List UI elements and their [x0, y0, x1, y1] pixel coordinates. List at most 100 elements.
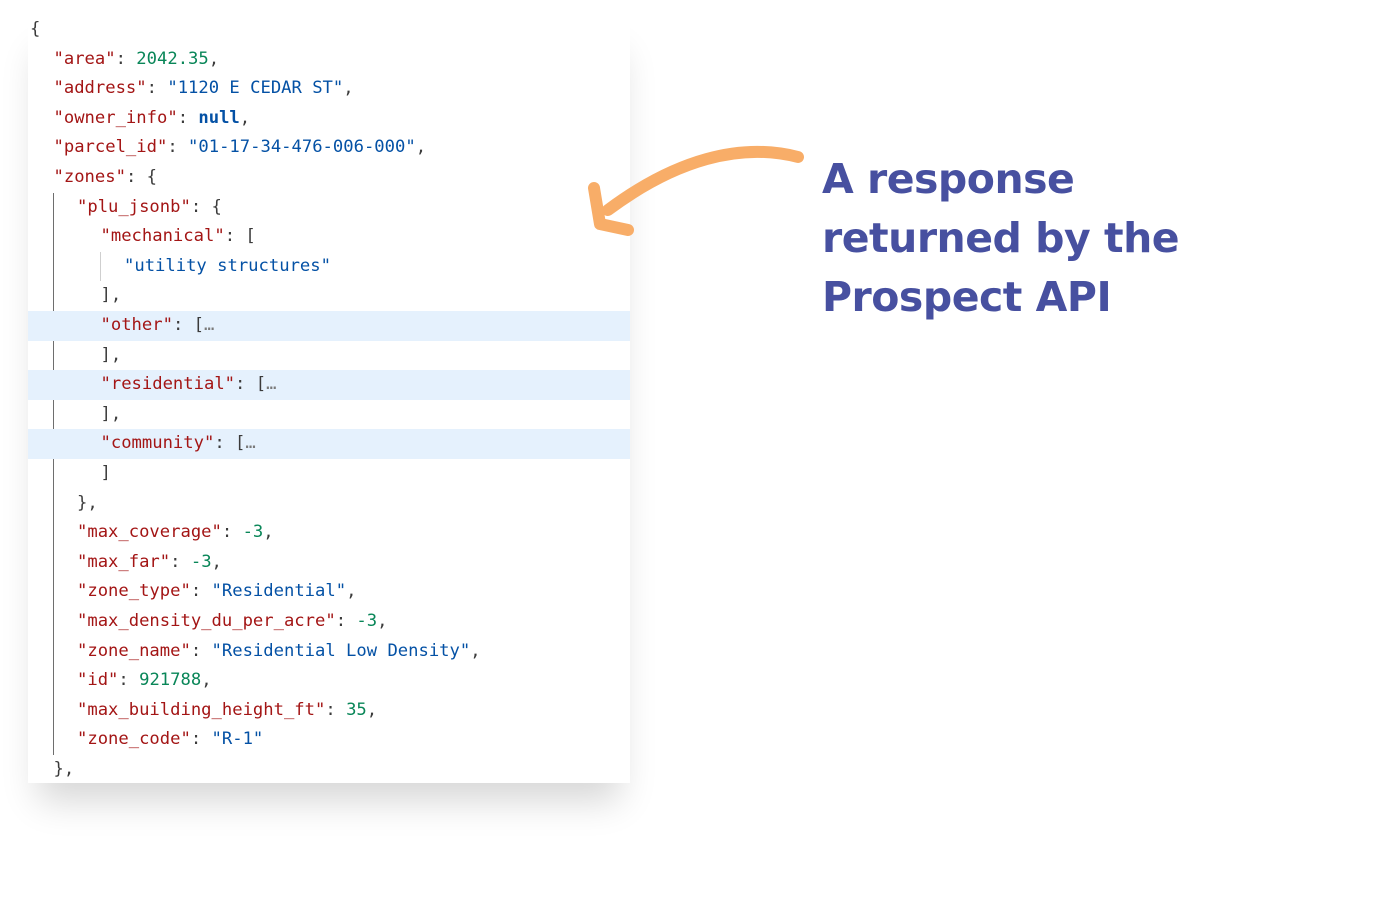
json-punctuation: : {	[125, 167, 157, 187]
json-number: 35	[346, 699, 367, 720]
json-line: },	[28, 489, 630, 519]
json-punctuation: ,	[208, 48, 220, 69]
caption-line-3: Prospect API	[822, 273, 1112, 321]
json-line: "mechanical": [	[28, 222, 630, 252]
json-punctuation: ],	[100, 285, 122, 306]
json-line: "max_density_du_per_acre": -3,	[28, 607, 630, 637]
collapsed-ellipsis[interactable]: …	[245, 433, 256, 454]
json-line: "owner_info": null,	[28, 104, 630, 134]
json-line: "area": 2042.35,	[28, 45, 630, 75]
json-line-content: "max_building_height_ft": 35,	[77, 696, 377, 726]
json-line: "max_far": -3,	[28, 548, 630, 578]
json-number: 2042.35	[136, 48, 209, 69]
json-punctuation: :	[190, 581, 212, 602]
json-string: "1120 E CEDAR ST"	[167, 78, 344, 99]
json-number: -3	[356, 611, 378, 631]
json-punctuation: : [	[172, 315, 204, 335]
json-key: "community"	[100, 433, 215, 454]
json-string: "utility structures"	[124, 255, 331, 276]
json-line: ],	[28, 400, 630, 430]
json-line-collapsed[interactable]: "community": […	[28, 429, 630, 459]
json-line: "plu_jsonb": {	[28, 193, 630, 223]
json-key: "residential"	[100, 374, 236, 395]
json-line: "utility structures"	[28, 252, 630, 282]
json-line-content: ],	[101, 400, 122, 430]
json-line-content: "max_far": -3,	[77, 548, 222, 578]
json-punctuation: ,	[346, 581, 357, 602]
json-line-content: "zone_name": "Residential Low Density",	[77, 637, 481, 667]
json-line: "address": "1120 E CEDAR ST",	[28, 74, 630, 104]
json-line: "zone_code": "R-1"	[28, 725, 630, 755]
json-key: "zones"	[53, 167, 126, 187]
json-number: -3	[190, 551, 212, 572]
collapsed-ellipsis[interactable]: …	[266, 374, 277, 395]
json-key: "id"	[77, 670, 119, 691]
json-line: "parcel_id": "01-17-34-476-006-000",	[28, 133, 630, 163]
json-string: "R-1"	[211, 729, 264, 750]
json-line-content: "parcel_id": "01-17-34-476-006-000",	[54, 133, 427, 163]
json-punctuation: },	[77, 492, 98, 513]
json-line-content: "owner_info": null,	[54, 104, 251, 134]
collapsed-ellipsis[interactable]: …	[203, 315, 215, 335]
caption-line-1: A response	[822, 155, 1075, 203]
json-line: "zones": {	[28, 163, 630, 193]
json-line: "max_coverage": -3,	[28, 518, 630, 548]
json-line-content: "residential": […	[101, 370, 277, 400]
json-punctuation: :	[190, 729, 212, 750]
json-line-content: "other": […	[101, 311, 215, 341]
json-key: "owner_info"	[53, 107, 178, 128]
json-string: "01-17-34-476-006-000"	[188, 137, 416, 158]
json-null: null	[198, 107, 240, 128]
json-punctuation: ],	[100, 344, 122, 365]
json-key: "zone_code"	[77, 729, 191, 750]
json-punctuation: ,	[211, 551, 222, 572]
json-punctuation: ]	[100, 463, 111, 483]
json-punctuation: ,	[201, 670, 212, 691]
json-line-content: "address": "1120 E CEDAR ST",	[54, 74, 354, 104]
json-key: "other"	[100, 315, 173, 335]
json-line-collapsed[interactable]: "other": […	[28, 311, 630, 341]
json-punctuation: :	[118, 670, 140, 691]
json-punctuation: ,	[377, 611, 388, 631]
json-punctuation: :	[177, 107, 199, 128]
json-line: ],	[28, 281, 630, 311]
json-number: -3	[242, 522, 264, 543]
json-line-content: "mechanical": [	[101, 222, 256, 252]
json-punctuation: :	[167, 137, 189, 158]
json-punctuation: : [	[214, 433, 246, 454]
json-line-content: "id": 921788,	[77, 666, 212, 696]
json-line-content: "area": 2042.35,	[54, 45, 220, 75]
json-line: },	[28, 755, 630, 783]
json-line: ]	[28, 459, 630, 489]
json-line-content: ],	[101, 341, 122, 371]
arrow-shaft	[602, 145, 804, 216]
json-line-content: "zone_code": "R-1"	[77, 725, 263, 755]
json-line-content: "community": […	[101, 429, 256, 459]
json-punctuation: ,	[239, 107, 251, 128]
json-key: "address"	[53, 78, 147, 99]
json-line-content: },	[54, 755, 75, 783]
indent-guide-zones	[53, 193, 54, 755]
json-line: {	[28, 15, 630, 45]
json-punctuation: ,	[366, 699, 378, 720]
json-line: "zone_type": "Residential",	[28, 577, 630, 607]
json-punctuation: ,	[343, 78, 354, 99]
json-punctuation: :	[190, 640, 212, 661]
json-line: "id": 921788,	[28, 666, 630, 696]
arrow-head	[588, 182, 634, 236]
json-line-content: "zone_type": "Residential",	[77, 577, 356, 607]
json-key: "mechanical"	[100, 226, 225, 247]
json-line: "zone_name": "Residential Low Density",	[28, 637, 630, 667]
json-line-content: "max_coverage": -3,	[77, 518, 274, 548]
json-punctuation: :	[325, 699, 347, 720]
json-key: "parcel_id"	[53, 137, 168, 158]
json-punctuation: ,	[470, 640, 481, 661]
json-string: "Residential"	[211, 581, 347, 602]
json-punctuation: {	[30, 19, 41, 39]
json-punctuation: },	[53, 759, 75, 779]
json-line-collapsed[interactable]: "residential": […	[28, 370, 630, 400]
json-viewer: {"area": 2042.35,"address": "1120 E CEDA…	[28, 15, 630, 783]
json-line-content: ]	[101, 459, 111, 489]
json-line: ],	[28, 341, 630, 371]
json-punctuation: ,	[415, 137, 427, 158]
